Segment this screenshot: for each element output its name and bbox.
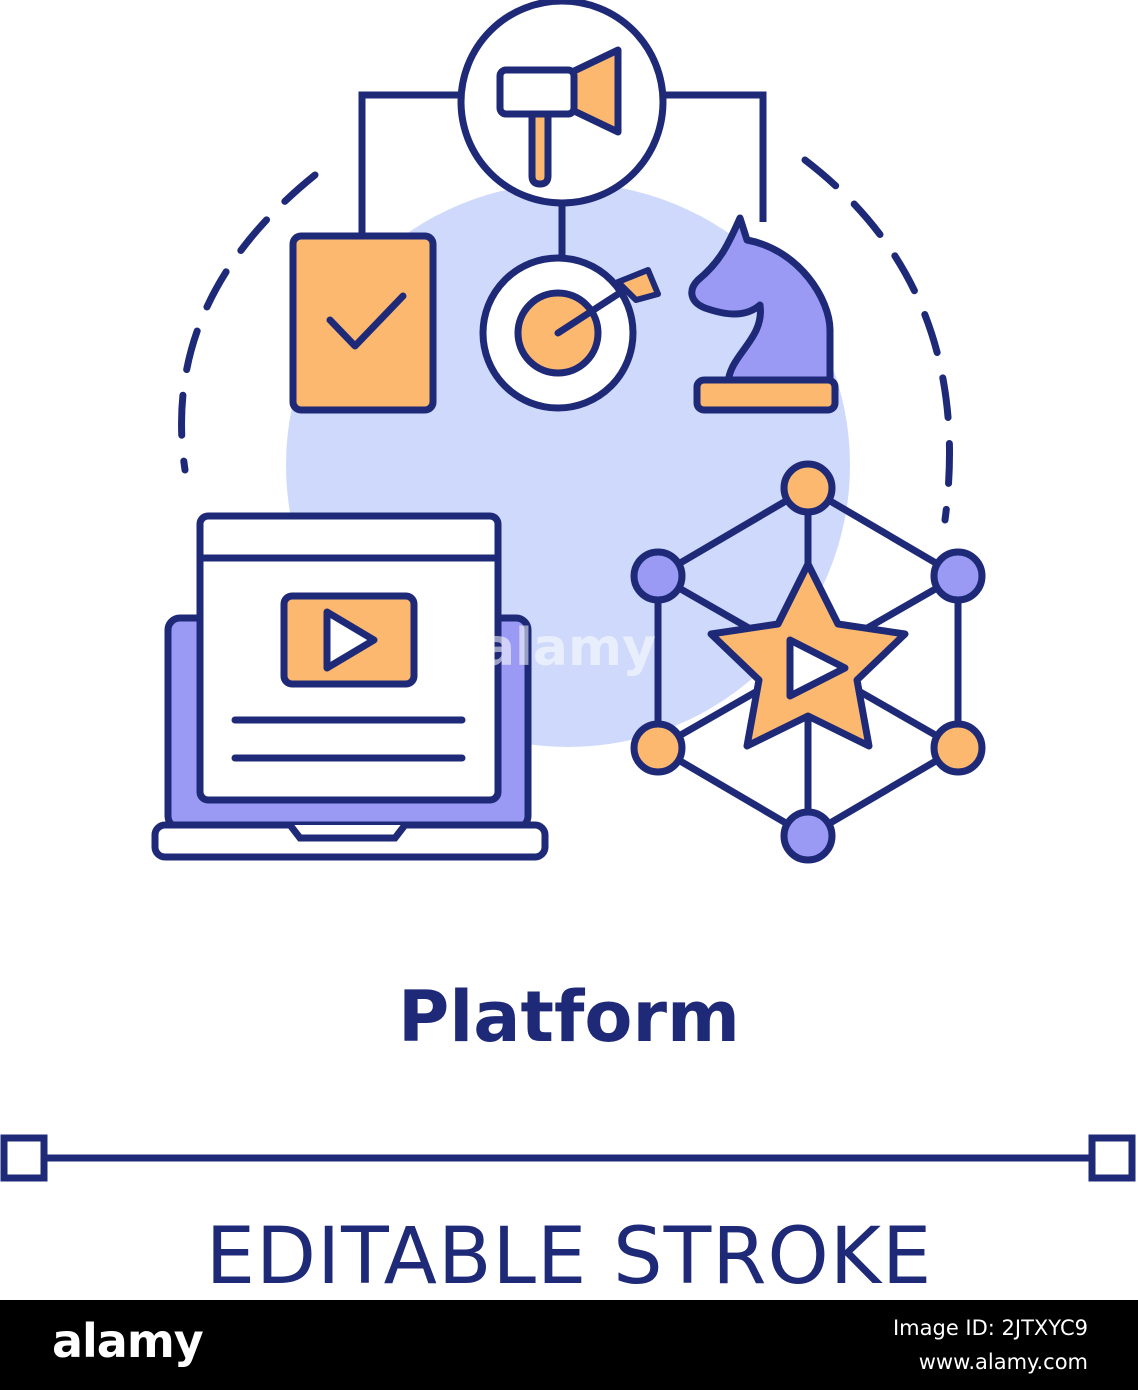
footer-bar: alamy Image ID: 2JTXYC9 www.alamy.com — [0, 1300, 1138, 1390]
footer-logo: alamy — [52, 1314, 204, 1368]
dashed-arc-right — [801, 156, 953, 524]
star-network-icon — [630, 460, 986, 864]
dashed-arc-left — [178, 171, 319, 474]
chess-knight-icon — [688, 214, 839, 414]
laptop-video-icon — [151, 512, 549, 861]
checklist-icon — [289, 232, 437, 414]
footer-url[interactable]: www.alamy.com — [918, 1350, 1088, 1374]
target-icon — [479, 254, 661, 412]
page-title: Platform — [397, 976, 740, 1058]
connector-right — [665, 91, 767, 222]
editable-stroke-label: EDITABLE STROKE — [205, 1212, 933, 1302]
watermark: alamy — [480, 618, 656, 678]
editable-stroke-line — [0, 1134, 1136, 1182]
connector-left — [358, 91, 460, 237]
image-id: Image ID: 2JTXYC9 — [892, 1316, 1088, 1340]
megaphone-icon — [457, 0, 667, 207]
platform-illustration: alamy — [0, 0, 1136, 1182]
